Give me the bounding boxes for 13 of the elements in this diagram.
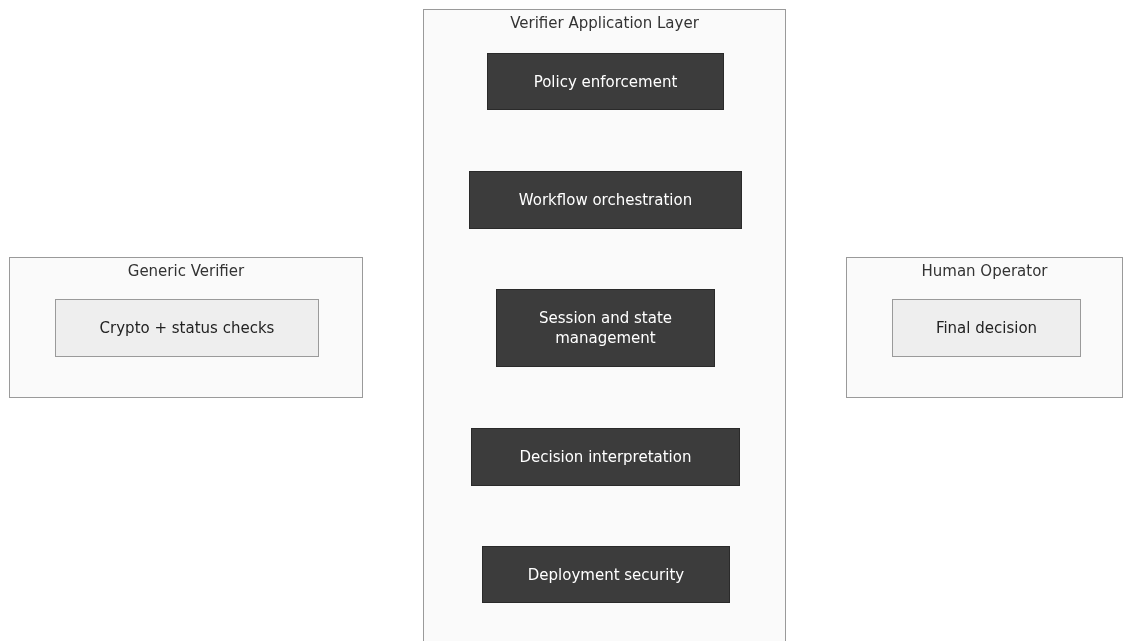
process-box: Crypto + status checks	[55, 299, 319, 357]
group-container	[846, 257, 1123, 398]
group-container	[9, 257, 363, 398]
group-title: Human Operator	[921, 261, 1048, 281]
component-box: Policy enforcement	[487, 53, 724, 110]
group-title: Verifier Application Layer	[510, 13, 699, 33]
component-box: Workflow orchestration	[469, 171, 742, 229]
group-title: Generic Verifier	[127, 261, 245, 281]
component-box: Decision interpretation	[471, 428, 740, 486]
group-container	[423, 9, 786, 641]
component-box: Deployment security	[482, 546, 730, 603]
process-box: Final decision	[892, 299, 1081, 357]
component-box: Session and state management	[496, 289, 715, 367]
